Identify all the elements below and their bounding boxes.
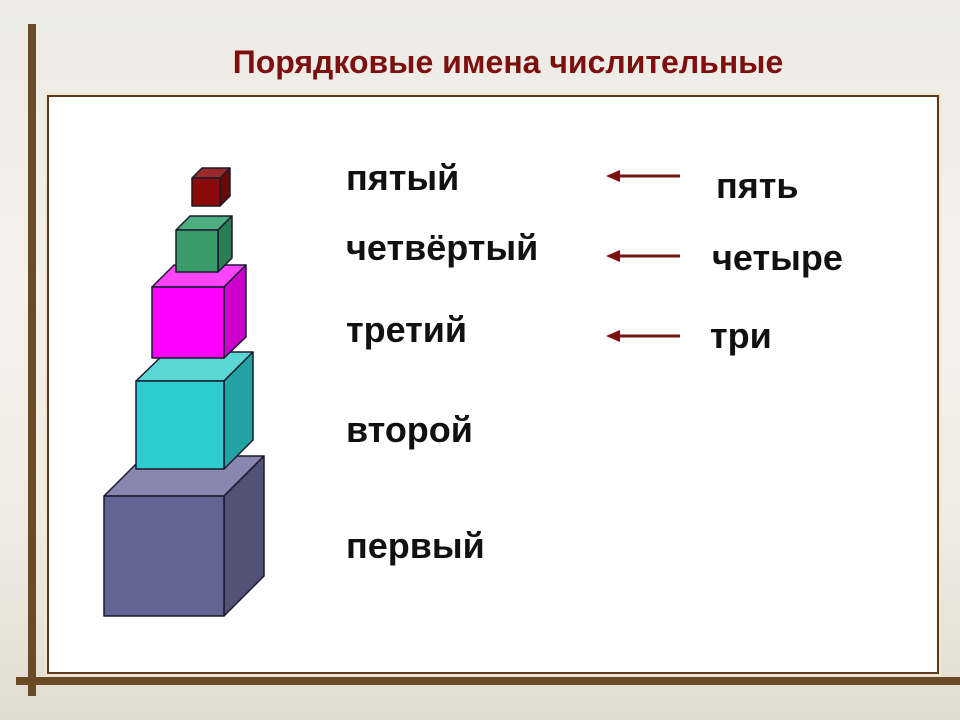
slide-title: Порядковые имена числительные bbox=[232, 44, 784, 80]
cube-second bbox=[135, 351, 254, 470]
frame-horizontal-bar bbox=[16, 677, 960, 685]
cardinal-five: пять bbox=[716, 165, 799, 206]
cardinal-four: четыре bbox=[712, 237, 843, 278]
cube-first bbox=[103, 455, 265, 617]
cube-third bbox=[151, 264, 247, 359]
frame-vertical-bar bbox=[28, 24, 36, 696]
cube-fourth bbox=[175, 215, 233, 273]
arrow-left-icon bbox=[606, 170, 680, 182]
ordinal-fourth: четвёртый bbox=[346, 227, 539, 268]
ordinal-second: второй bbox=[346, 409, 473, 450]
cardinal-three: три bbox=[710, 315, 772, 356]
ordinal-third: третий bbox=[346, 309, 468, 350]
arrow-left-icon bbox=[606, 330, 680, 342]
arrow-left-icon bbox=[606, 250, 680, 262]
cube-fifth bbox=[191, 167, 231, 207]
ordinal-first: первый bbox=[346, 525, 485, 566]
ordinal-fifth: пятый bbox=[346, 157, 460, 198]
